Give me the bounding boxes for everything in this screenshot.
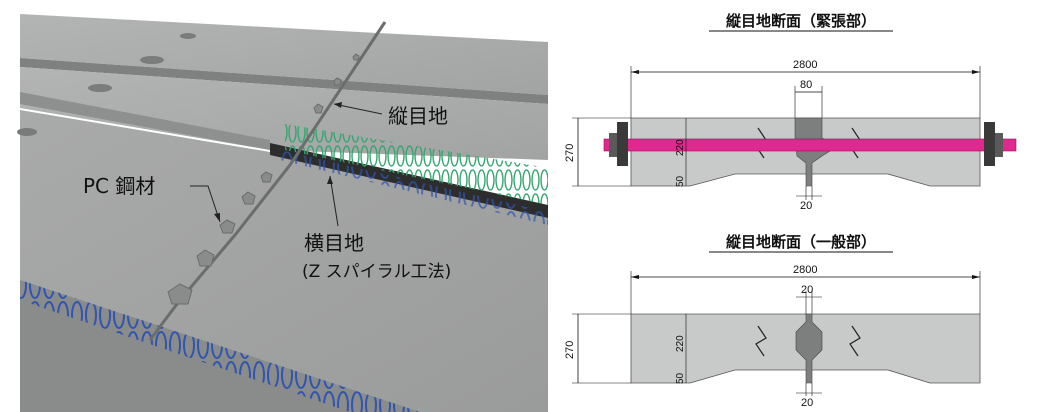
arrow xyxy=(631,275,639,279)
anchor-left xyxy=(617,122,628,166)
far-slab-edge xyxy=(20,58,548,104)
far-slab xyxy=(20,14,548,95)
break-symbol xyxy=(755,325,767,357)
leader-longitudinal xyxy=(333,103,383,115)
bolt-hole xyxy=(180,33,196,39)
label-transverse-method: (Z スパイラル工法) xyxy=(302,262,451,282)
top-overall-width: 2800 xyxy=(793,59,817,71)
bolt-hole xyxy=(88,84,112,92)
label-pc-steel: PC 鋼材 xyxy=(83,174,155,198)
bottom-overall-width: 2800 xyxy=(793,264,817,276)
arrow xyxy=(972,275,980,279)
arrow xyxy=(972,70,980,74)
anchor-right-nut xyxy=(995,133,1003,157)
middle-slab xyxy=(20,67,548,160)
break-symbol xyxy=(849,325,861,357)
bottom-upper-depth: 220 xyxy=(675,335,686,352)
top-lower-depth: 50 xyxy=(675,175,686,187)
middle-slab-edge xyxy=(20,92,270,150)
top-joint-width: 80 xyxy=(800,79,812,91)
pocket xyxy=(219,219,236,234)
top-upper-depth: 220 xyxy=(675,139,686,156)
pocket xyxy=(333,77,342,86)
leader-arrow xyxy=(214,213,220,222)
bottom-bottom-width: 20 xyxy=(801,397,813,409)
pocket xyxy=(352,53,360,61)
top-section-drawing: 縦目地断面（緊張部） 2800 80 270 220 xyxy=(564,12,1017,212)
label-transverse-joint: 横目地 xyxy=(304,231,364,255)
bolt-hole xyxy=(140,56,164,64)
top-height: 270 xyxy=(564,144,576,162)
pocket xyxy=(196,249,215,267)
bottom-height: 270 xyxy=(564,341,576,359)
pocket xyxy=(241,191,256,205)
slab-render: 縦目地 PC 鋼材 横目地 (Z スパイラル工法) xyxy=(17,14,548,412)
pocket xyxy=(313,103,324,114)
top-section-title: 縦目地断面（緊張部） xyxy=(726,12,876,30)
top-joint-shape xyxy=(794,117,839,187)
leader-transverse xyxy=(329,175,339,227)
top-bottom-width: 20 xyxy=(800,200,812,212)
bottom-section-title: 縦目地断面（一般部） xyxy=(726,233,876,251)
label-longitudinal-joint: 縦目地 xyxy=(388,104,448,128)
pc-steel-pockets xyxy=(167,53,360,305)
arrow xyxy=(631,70,639,74)
leader-arrow xyxy=(327,176,333,184)
pocket xyxy=(167,283,193,305)
pocket xyxy=(260,171,273,183)
anchor-right xyxy=(984,122,995,166)
bottom-lower-depth: 50 xyxy=(675,372,686,384)
bottom-section-drawing: 縦目地断面（一般部） 2800 20 270 220 50 20 xyxy=(564,233,981,409)
blue-spiral-joint xyxy=(280,150,548,225)
green-spiral xyxy=(285,124,548,205)
leader-pc-steel xyxy=(190,185,221,223)
anchor-left-nut xyxy=(609,133,617,157)
bottom-joint-width: 20 xyxy=(801,284,813,296)
tendon xyxy=(603,138,1017,152)
longitudinal-joint-line xyxy=(148,21,387,341)
bolt-hole xyxy=(17,128,37,136)
leader-arrow xyxy=(334,102,342,108)
blue-spiral-front xyxy=(20,280,420,412)
